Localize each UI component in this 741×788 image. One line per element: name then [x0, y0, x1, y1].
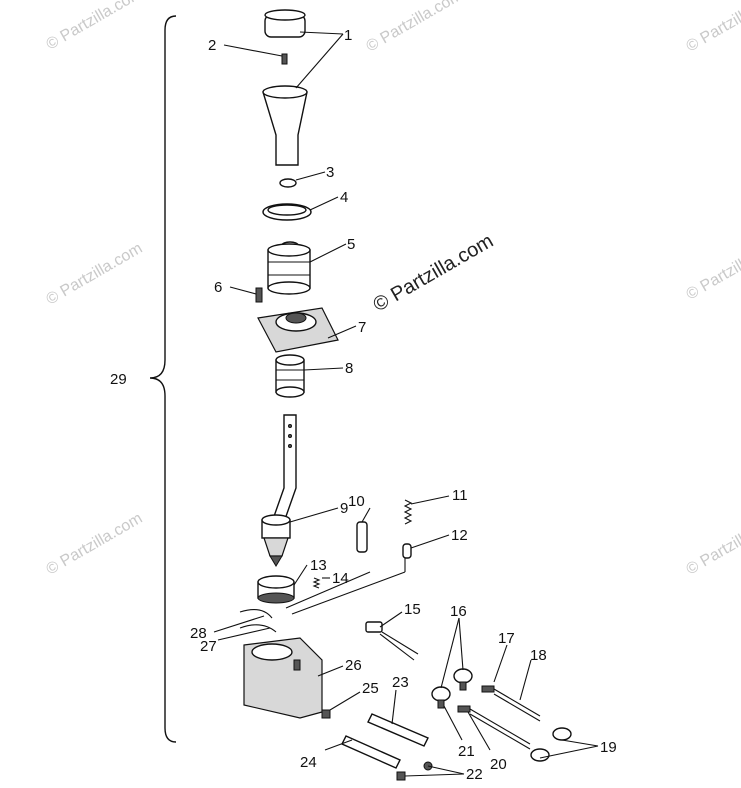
callout-19: 19 — [600, 739, 617, 756]
callout-15: 15 — [404, 601, 421, 618]
callout-28: 28 — [190, 625, 207, 642]
part-28-wire — [239, 609, 273, 619]
callout-14: 14 — [332, 570, 349, 587]
callout-21: 21 — [458, 743, 475, 760]
part-2-screw — [281, 53, 288, 65]
watermark-center: © Partzilla.com — [370, 230, 498, 316]
part-7-plate — [257, 307, 339, 353]
part-14-spring — [312, 577, 321, 589]
part-9-lever — [261, 414, 297, 567]
callout-8: 8 — [345, 360, 353, 377]
watermark-layer: © Partzilla.com © Partzilla.com © Partzi… — [44, 0, 741, 578]
part-10-dowel — [356, 521, 368, 553]
part-22-nuts — [396, 761, 433, 781]
watermark-top-center: © Partzilla.com — [364, 0, 466, 55]
leader-lines — [213, 31, 599, 777]
watermark-mid-left: © Partzilla.com — [44, 240, 146, 309]
part-15-switch — [365, 621, 419, 661]
part-1-knob — [262, 9, 308, 166]
watermark-top-right: © Partzilla.com — [684, 0, 741, 55]
callout-24: 24 — [300, 754, 317, 771]
callout-25: 25 — [362, 680, 379, 697]
callout-labels: 1 2 3 4 5 6 7 8 9 10 11 12 13 14 15 16 1… — [110, 27, 617, 783]
part-8-bushing — [275, 354, 305, 398]
watermark-mid-right: © Partzilla.com — [684, 235, 741, 304]
part-3-oring — [279, 178, 297, 188]
callout-9: 9 — [340, 500, 348, 517]
part-16-ball-joints — [431, 668, 473, 709]
callout-11: 11 — [452, 487, 468, 504]
part-13-cup — [257, 575, 295, 604]
callout-22: 22 — [466, 766, 483, 783]
callout-18: 18 — [530, 647, 547, 664]
callout-13: 13 — [310, 557, 327, 574]
part-25-link — [321, 709, 331, 719]
callout-1: 1 — [344, 27, 352, 44]
callout-3: 3 — [326, 164, 334, 181]
callout-27: 27 — [200, 638, 217, 655]
callout-26: 26 — [345, 657, 362, 674]
callout-29: 29 — [110, 371, 127, 388]
part-11-spring — [403, 499, 413, 525]
callout-16: 16 — [450, 603, 467, 620]
callout-5: 5 — [347, 236, 355, 253]
callout-12: 12 — [451, 527, 468, 544]
part-4-ring — [262, 203, 312, 221]
watermark-low-right: © Partzilla.com — [684, 510, 741, 579]
part-12-detent — [402, 543, 412, 559]
part-6-pin — [255, 287, 263, 303]
callout-4: 4 — [340, 189, 348, 206]
callout-6: 6 — [214, 279, 222, 296]
callout-2: 2 — [208, 37, 216, 54]
assembly-brace — [149, 15, 177, 743]
part-5-bellows — [267, 241, 311, 295]
part-18-rod — [481, 685, 541, 722]
callout-23: 23 — [392, 674, 409, 691]
callout-20: 20 — [490, 756, 507, 773]
part-19-rod-ends — [530, 727, 572, 762]
callout-10: 10 — [348, 493, 365, 510]
part-27-wire — [239, 624, 277, 633]
part-20-rod — [457, 705, 531, 750]
part-24-shafts — [341, 713, 429, 769]
callout-17: 17 — [498, 630, 515, 647]
watermark-top-left: © Partzilla.com — [44, 0, 146, 53]
callout-7: 7 — [358, 319, 366, 336]
part-26-housing — [243, 637, 323, 719]
watermark-low-left: © Partzilla.com — [44, 510, 146, 579]
